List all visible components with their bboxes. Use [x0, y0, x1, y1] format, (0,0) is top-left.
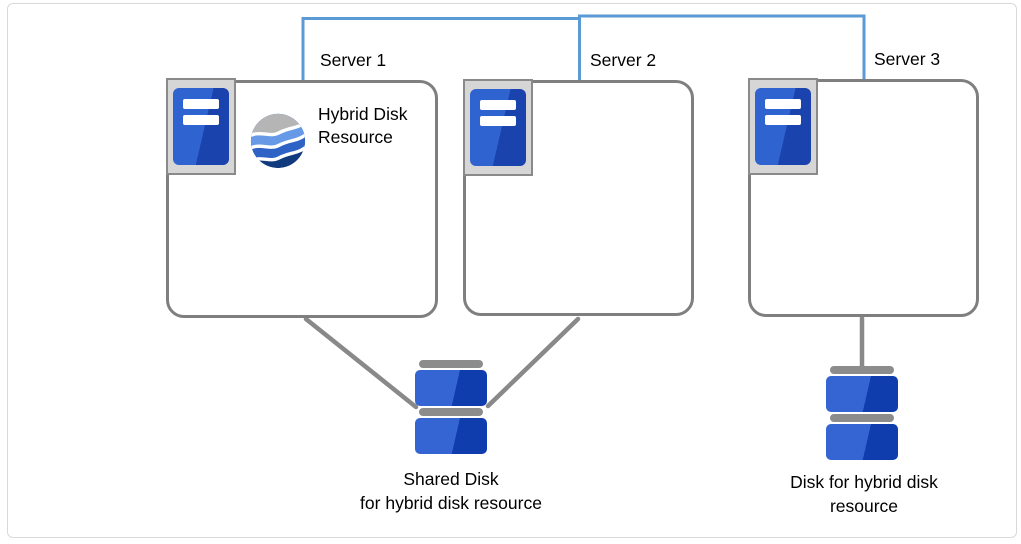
- shared-disk-caption: Shared Disk for hybrid disk resource: [331, 467, 571, 515]
- server-1-icon: [166, 78, 236, 175]
- caption-line: Disk for hybrid disk: [790, 472, 938, 492]
- disk-cap: [830, 366, 894, 374]
- wave-globe-icon: [250, 113, 306, 169]
- server-chassis-icon: [173, 88, 229, 165]
- server-slot-bar: [480, 116, 516, 126]
- server-2-icon: [463, 79, 533, 176]
- server-slot-bar: [183, 99, 219, 109]
- network-line-server1-server2: [301, 17, 581, 80]
- server-slot-bar: [765, 115, 801, 125]
- server-2-box: [463, 80, 694, 316]
- disk-platter: [415, 370, 487, 406]
- caption-line: for hybrid disk resource: [360, 493, 542, 513]
- server-3-label: Server 3: [874, 49, 941, 69]
- disk-cap: [419, 408, 483, 416]
- disk-platter: [415, 418, 487, 454]
- server-2-label: Server 2: [590, 50, 657, 70]
- disk-platter: [826, 424, 898, 460]
- disk-cap: [419, 360, 483, 368]
- connector-server1-shared-disk: [303, 316, 419, 410]
- server-chassis-icon: [470, 89, 526, 166]
- hybrid-disk-caption: Disk for hybrid disk resource: [744, 470, 984, 518]
- disk-platter: [826, 376, 898, 412]
- caption-line: resource: [829, 496, 899, 516]
- server-slot-bar: [480, 100, 516, 110]
- server-chassis-icon: [755, 88, 811, 165]
- server-1-label: Server 1: [320, 50, 387, 70]
- server-3-icon: [748, 78, 818, 175]
- server-slot-bar: [183, 115, 219, 125]
- network-line-server2-server3: [578, 14, 866, 80]
- shared-disk-icon: [415, 360, 487, 456]
- server-slot-bar: [765, 99, 801, 109]
- hybrid-disk-resource-label: Hybrid Disk Resource: [318, 104, 408, 147]
- connector-server2-shared-disk: [485, 316, 581, 409]
- caption-line: Shared Disk: [403, 469, 499, 489]
- disk-cap: [830, 414, 894, 422]
- hybrid-disk-icon: [826, 366, 898, 462]
